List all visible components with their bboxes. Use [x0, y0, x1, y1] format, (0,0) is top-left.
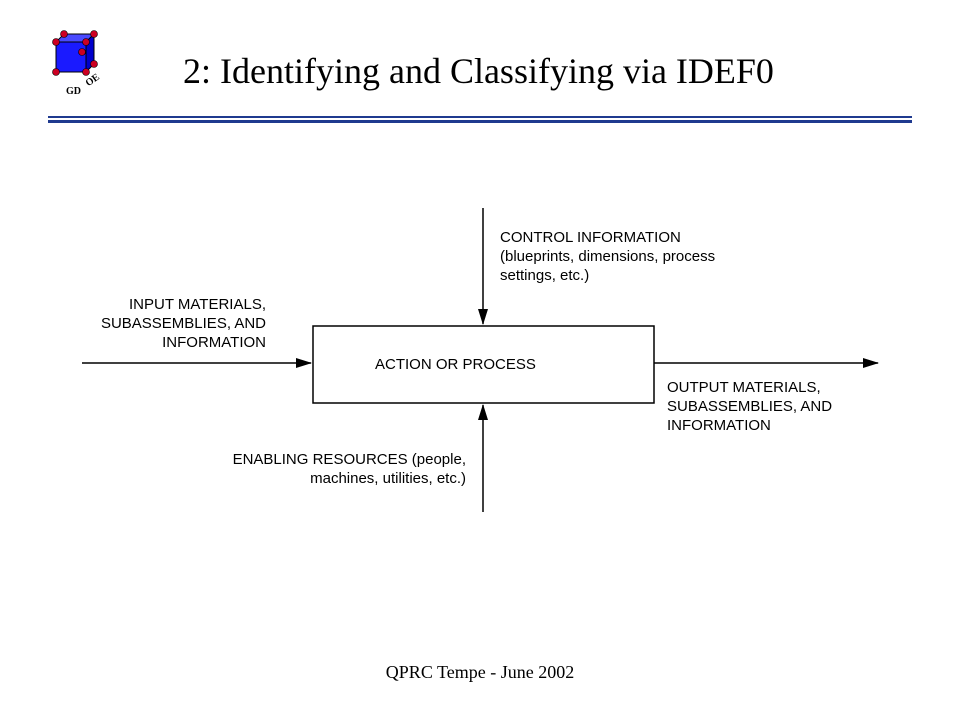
- control-label: CONTROL INFORMATION (blueprints, dimensi…: [500, 228, 715, 285]
- output-label-line: SUBASSEMBLIES, AND: [667, 398, 833, 415]
- input-label-line: INPUT MATERIALS,: [129, 296, 266, 313]
- control-label-line: settings, etc.): [500, 267, 590, 284]
- resources-label: ENABLING RESOURCES (people, machines, ut…: [196, 450, 466, 488]
- title-rule-bottom: [48, 120, 912, 123]
- logo-gd-text: GD: [66, 86, 81, 97]
- input-label-line: SUBASSEMBLIES, AND: [100, 315, 266, 332]
- output-label-line: OUTPUT MATERIALS,: [667, 379, 821, 396]
- control-label-line: (blueprints, dimensions, process: [500, 248, 716, 265]
- resources-label-line: ENABLING RESOURCES (people,: [232, 451, 466, 468]
- title-rule-top: [48, 116, 912, 118]
- input-label-line: INFORMATION: [162, 334, 266, 351]
- resources-label-line: machines, utilities, etc.): [310, 470, 466, 487]
- process-label: ACTION OR PROCESS: [375, 356, 536, 373]
- input-label: INPUT MATERIALS, SUBASSEMBLIES, AND INFO…: [66, 295, 266, 352]
- control-label-line: CONTROL INFORMATION: [500, 229, 681, 246]
- footer-text: QPRC Tempe - June 2002: [385, 662, 575, 682]
- page-title: 2: Identifying and Classifying via IDEF0: [183, 51, 774, 91]
- output-label-line: INFORMATION: [667, 417, 771, 434]
- process-box: [312, 325, 655, 404]
- output-label: OUTPUT MATERIALS, SUBASSEMBLIES, AND INF…: [667, 378, 832, 435]
- cube-logo-icon: [52, 30, 98, 76]
- gdoe-logo: GD OE: [44, 30, 124, 100]
